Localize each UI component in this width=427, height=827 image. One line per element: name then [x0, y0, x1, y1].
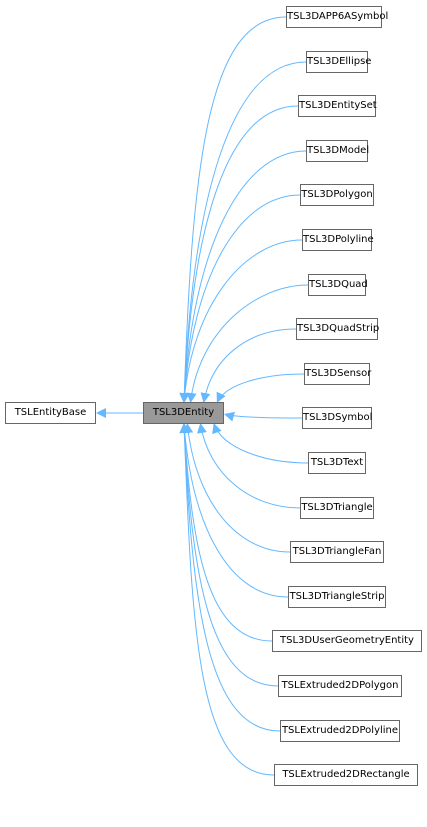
inheritance-edge	[179, 423, 281, 732]
inheritance-edge	[179, 61, 307, 403]
inheritance-edge	[179, 105, 299, 403]
inheritance-edge	[179, 16, 287, 403]
inheritance-edge	[179, 423, 273, 642]
derived-class-node[interactable]: TSL3DEntitySet	[298, 95, 377, 117]
derived-class-node[interactable]: TSL3DEllipse	[306, 51, 371, 73]
derived-class-node[interactable]: TSL3DSensor	[304, 363, 371, 385]
derived-class-node[interactable]: TSL3DModel	[306, 140, 369, 162]
derived-class-node[interactable]: TSLExtruded2DPolygon	[278, 675, 402, 697]
inheritance-edge	[224, 411, 303, 422]
inheritance-edge	[183, 423, 291, 553]
inheritance-edge	[179, 423, 279, 687]
inheritance-edge	[179, 423, 289, 598]
inheritance-edge	[200, 328, 297, 403]
inheritance-edge	[179, 150, 307, 403]
base-class-node[interactable]: TSLEntityBase	[5, 402, 96, 424]
derived-class-node[interactable]: TSL3DPolyline	[302, 229, 374, 251]
derived-class-node[interactable]: TSL3DTriangleFan	[290, 541, 384, 563]
derived-class-node[interactable]: TSL3DQuad	[308, 274, 368, 296]
derived-class-node[interactable]: TSLExtruded2DPolyline	[280, 720, 400, 742]
derived-class-node[interactable]: TSL3DPolygon	[300, 184, 374, 206]
derived-class-node[interactable]: TSL3DUserGeometryEntity	[272, 630, 422, 652]
derived-class-node[interactable]: TSL3DText	[308, 452, 366, 474]
derived-class-node[interactable]: TSLExtruded2DRectangle	[274, 764, 418, 786]
derived-class-node[interactable]: TSL3DTriangle	[300, 497, 374, 519]
inheritance-edge	[216, 373, 305, 403]
current-class-node: TSL3DEntity	[143, 402, 224, 424]
inheritance-edge	[196, 423, 301, 509]
inheritance-edge	[179, 239, 303, 403]
derived-class-node[interactable]: TSL3DTriangleStrip	[288, 586, 386, 608]
derived-class-node[interactable]: TSL3DAPP6ASymbol	[286, 6, 388, 28]
derived-class-node[interactable]: TSL3DSymbol	[302, 407, 372, 429]
derived-class-node[interactable]: TSL3DQuadStrip	[296, 318, 379, 340]
inheritance-edge	[186, 284, 309, 403]
inheritance-edge	[179, 423, 275, 776]
inheritance-edge	[212, 423, 309, 464]
inheritance-edge	[179, 194, 301, 403]
